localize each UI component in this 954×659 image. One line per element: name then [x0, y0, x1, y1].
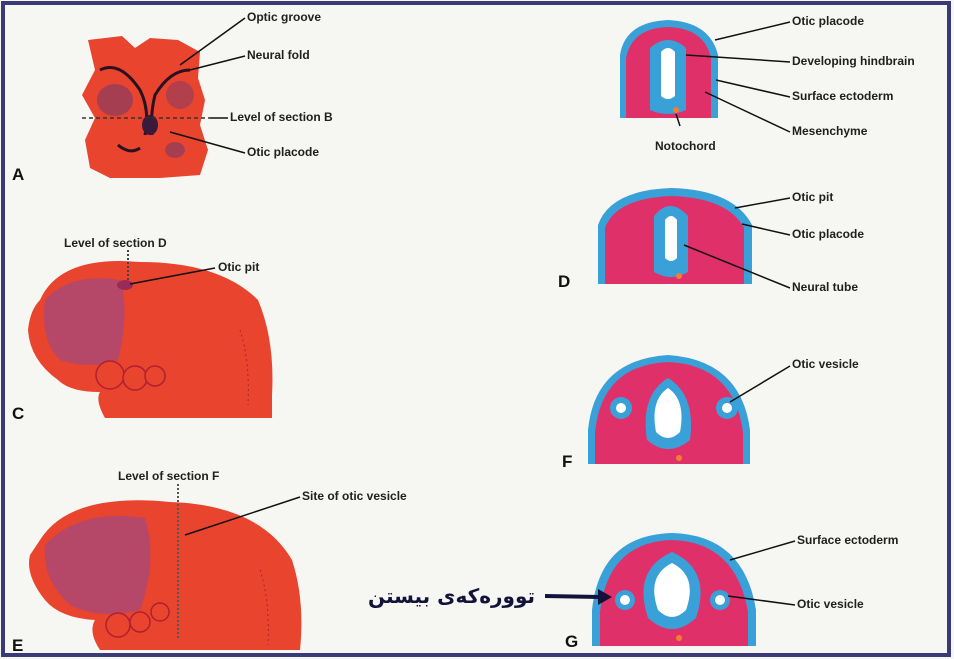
label-surface-ectoderm-g: Surface ectoderm: [797, 533, 898, 547]
panel-letter-c: C: [12, 404, 24, 424]
label-otic-placode-a: Otic placode: [247, 145, 319, 159]
panel-letter-f: F: [562, 452, 572, 472]
panel-letter-d: D: [558, 272, 570, 292]
label-otic-pit-d: Otic pit: [792, 190, 833, 204]
label-optic-groove: Optic groove: [247, 10, 321, 24]
panel-letter-e: E: [12, 636, 23, 656]
section-d: [598, 188, 752, 284]
label-otic-placode-b: Otic placode: [792, 14, 864, 28]
label-site-otic-vesicle: Site of otic vesicle: [302, 489, 407, 503]
label-mesenchyme: Mesenchyme: [792, 124, 867, 138]
label-level-f: Level of section F: [118, 469, 219, 483]
label-otic-vesicle-g: Otic vesicle: [797, 597, 864, 611]
embryo-a: [82, 36, 208, 178]
label-notochord: Notochord: [655, 139, 716, 153]
panel-letter-g: G: [565, 632, 578, 652]
label-otic-vesicle-f: Otic vesicle: [792, 357, 859, 371]
panel-letter-a: A: [12, 165, 24, 185]
kurdish-annotation: تووره‌كه‌ی بیستن: [368, 584, 535, 608]
label-level-d: Level of section D: [64, 236, 167, 250]
label-level-b: Level of section B: [230, 110, 333, 124]
label-neural-tube: Neural tube: [792, 280, 858, 294]
kurdish-arrow: [545, 596, 600, 597]
label-otic-placode-d: Otic placode: [792, 227, 864, 241]
label-neural-fold: Neural fold: [247, 48, 310, 62]
label-developing-hindbrain: Developing hindbrain: [792, 54, 915, 68]
label-otic-pit-c: Otic pit: [218, 260, 259, 274]
label-surface-ectoderm-b: Surface ectoderm: [792, 89, 893, 103]
section-b: [620, 20, 718, 118]
